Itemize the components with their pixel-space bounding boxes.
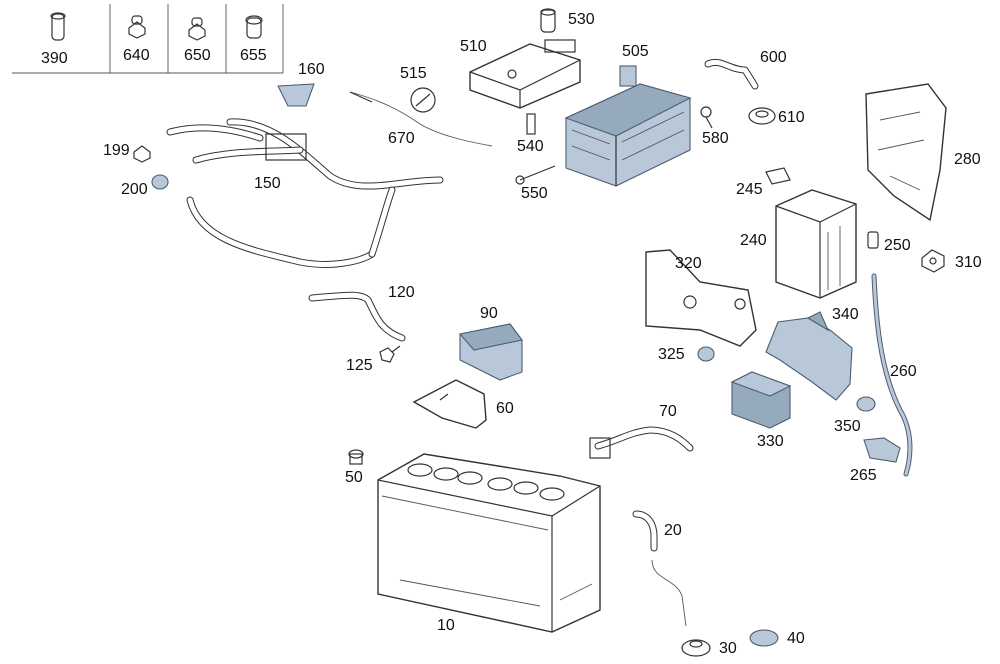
label-550[interactable]: 550 [521, 185, 548, 202]
small-parts-legend [12, 4, 284, 74]
part-90-fuse-box[interactable] [458, 323, 523, 381]
part-40-cap[interactable] [749, 629, 779, 647]
label-350[interactable]: 350 [834, 418, 861, 435]
label-150[interactable]: 150 [254, 175, 281, 192]
part-330-module[interactable] [730, 371, 792, 429]
part-260-vent-tube[interactable] [871, 273, 913, 477]
part-390-sleeve[interactable] [50, 12, 66, 41]
label-160[interactable]: 160 [298, 61, 325, 78]
label-30[interactable]: 30 [719, 640, 737, 657]
part-510-control-unit[interactable] [469, 39, 581, 109]
part-610-grommet[interactable] [748, 107, 776, 125]
label-320[interactable]: 320 [675, 255, 702, 272]
label-610[interactable]: 610 [778, 109, 805, 126]
part-125-screw[interactable] [379, 345, 401, 363]
label-510[interactable]: 510 [460, 38, 487, 55]
part-50-plug[interactable] [348, 449, 364, 465]
part-640-nut[interactable] [128, 15, 146, 39]
label-340[interactable]: 340 [832, 306, 859, 323]
part-310-nut[interactable] [921, 249, 945, 273]
part-250-connector[interactable] [867, 231, 879, 249]
label-265[interactable]: 265 [850, 467, 877, 484]
label-280[interactable]: 280 [954, 151, 981, 168]
part-550-bolt[interactable] [515, 165, 556, 185]
part-280-bracket[interactable] [865, 83, 947, 222]
label-120[interactable]: 120 [388, 284, 415, 301]
part-160-cover[interactable] [277, 83, 315, 107]
part-120-cable[interactable] [308, 291, 406, 342]
part-number-labels: 390 640 650 655 530 510 505 600 160 515 … [41, 11, 982, 657]
part-515-wrench-icon[interactable] [410, 87, 436, 113]
label-515[interactable]: 515 [400, 65, 427, 82]
part-200-nut[interactable] [151, 174, 169, 190]
label-600[interactable]: 600 [760, 49, 787, 66]
label-655[interactable]: 655 [240, 47, 267, 64]
label-245[interactable]: 245 [736, 181, 763, 198]
part-265-clip[interactable] [863, 437, 901, 463]
part-245-clip[interactable] [765, 167, 791, 185]
label-50[interactable]: 50 [345, 469, 363, 486]
part-20-elbow-fitting[interactable] [632, 510, 687, 627]
part-580-screw[interactable] [700, 106, 713, 129]
label-540[interactable]: 540 [517, 138, 544, 155]
label-310[interactable]: 310 [955, 254, 982, 271]
label-40[interactable]: 40 [787, 630, 805, 647]
label-640[interactable]: 640 [123, 47, 150, 64]
label-240[interactable]: 240 [740, 232, 767, 249]
part-30-grommet[interactable] [681, 639, 711, 657]
part-350-nut[interactable] [856, 396, 876, 412]
label-10[interactable]: 10 [437, 617, 455, 634]
label-125[interactable]: 125 [346, 357, 373, 374]
part-530-cap[interactable] [540, 8, 556, 33]
label-90[interactable]: 90 [480, 305, 498, 322]
label-200[interactable]: 200 [121, 181, 148, 198]
part-670-cable[interactable] [349, 91, 493, 147]
label-670[interactable]: 670 [388, 130, 415, 147]
part-150-wiring-harness[interactable] [166, 118, 444, 268]
part-320-bracket[interactable] [645, 249, 757, 347]
part-655-cap[interactable] [245, 15, 263, 39]
label-505[interactable]: 505 [622, 43, 649, 60]
label-20[interactable]: 20 [664, 522, 682, 539]
part-60-cover[interactable] [412, 379, 487, 429]
label-60[interactable]: 60 [496, 400, 514, 417]
label-390[interactable]: 390 [41, 50, 68, 67]
label-325[interactable]: 325 [658, 346, 685, 363]
part-325-nut[interactable] [697, 346, 715, 362]
label-530[interactable]: 530 [568, 11, 595, 28]
part-10-main-battery[interactable] [377, 453, 601, 633]
label-650[interactable]: 650 [184, 47, 211, 64]
label-260[interactable]: 260 [890, 363, 917, 380]
part-199-nut[interactable] [133, 145, 151, 163]
part-505-battery-module[interactable] [564, 65, 692, 187]
part-540-bolt[interactable] [526, 113, 536, 135]
label-199[interactable]: 199 [103, 142, 130, 159]
label-580[interactable]: 580 [702, 130, 729, 147]
part-240-auxiliary-battery[interactable] [775, 189, 857, 299]
part-70-cable[interactable] [589, 426, 694, 459]
label-70[interactable]: 70 [659, 403, 677, 420]
label-330[interactable]: 330 [757, 433, 784, 450]
part-650-nut[interactable] [188, 17, 206, 41]
part-340-support[interactable] [765, 311, 853, 401]
part-600-elbow-hose[interactable] [704, 58, 759, 90]
label-250[interactable]: 250 [884, 237, 911, 254]
